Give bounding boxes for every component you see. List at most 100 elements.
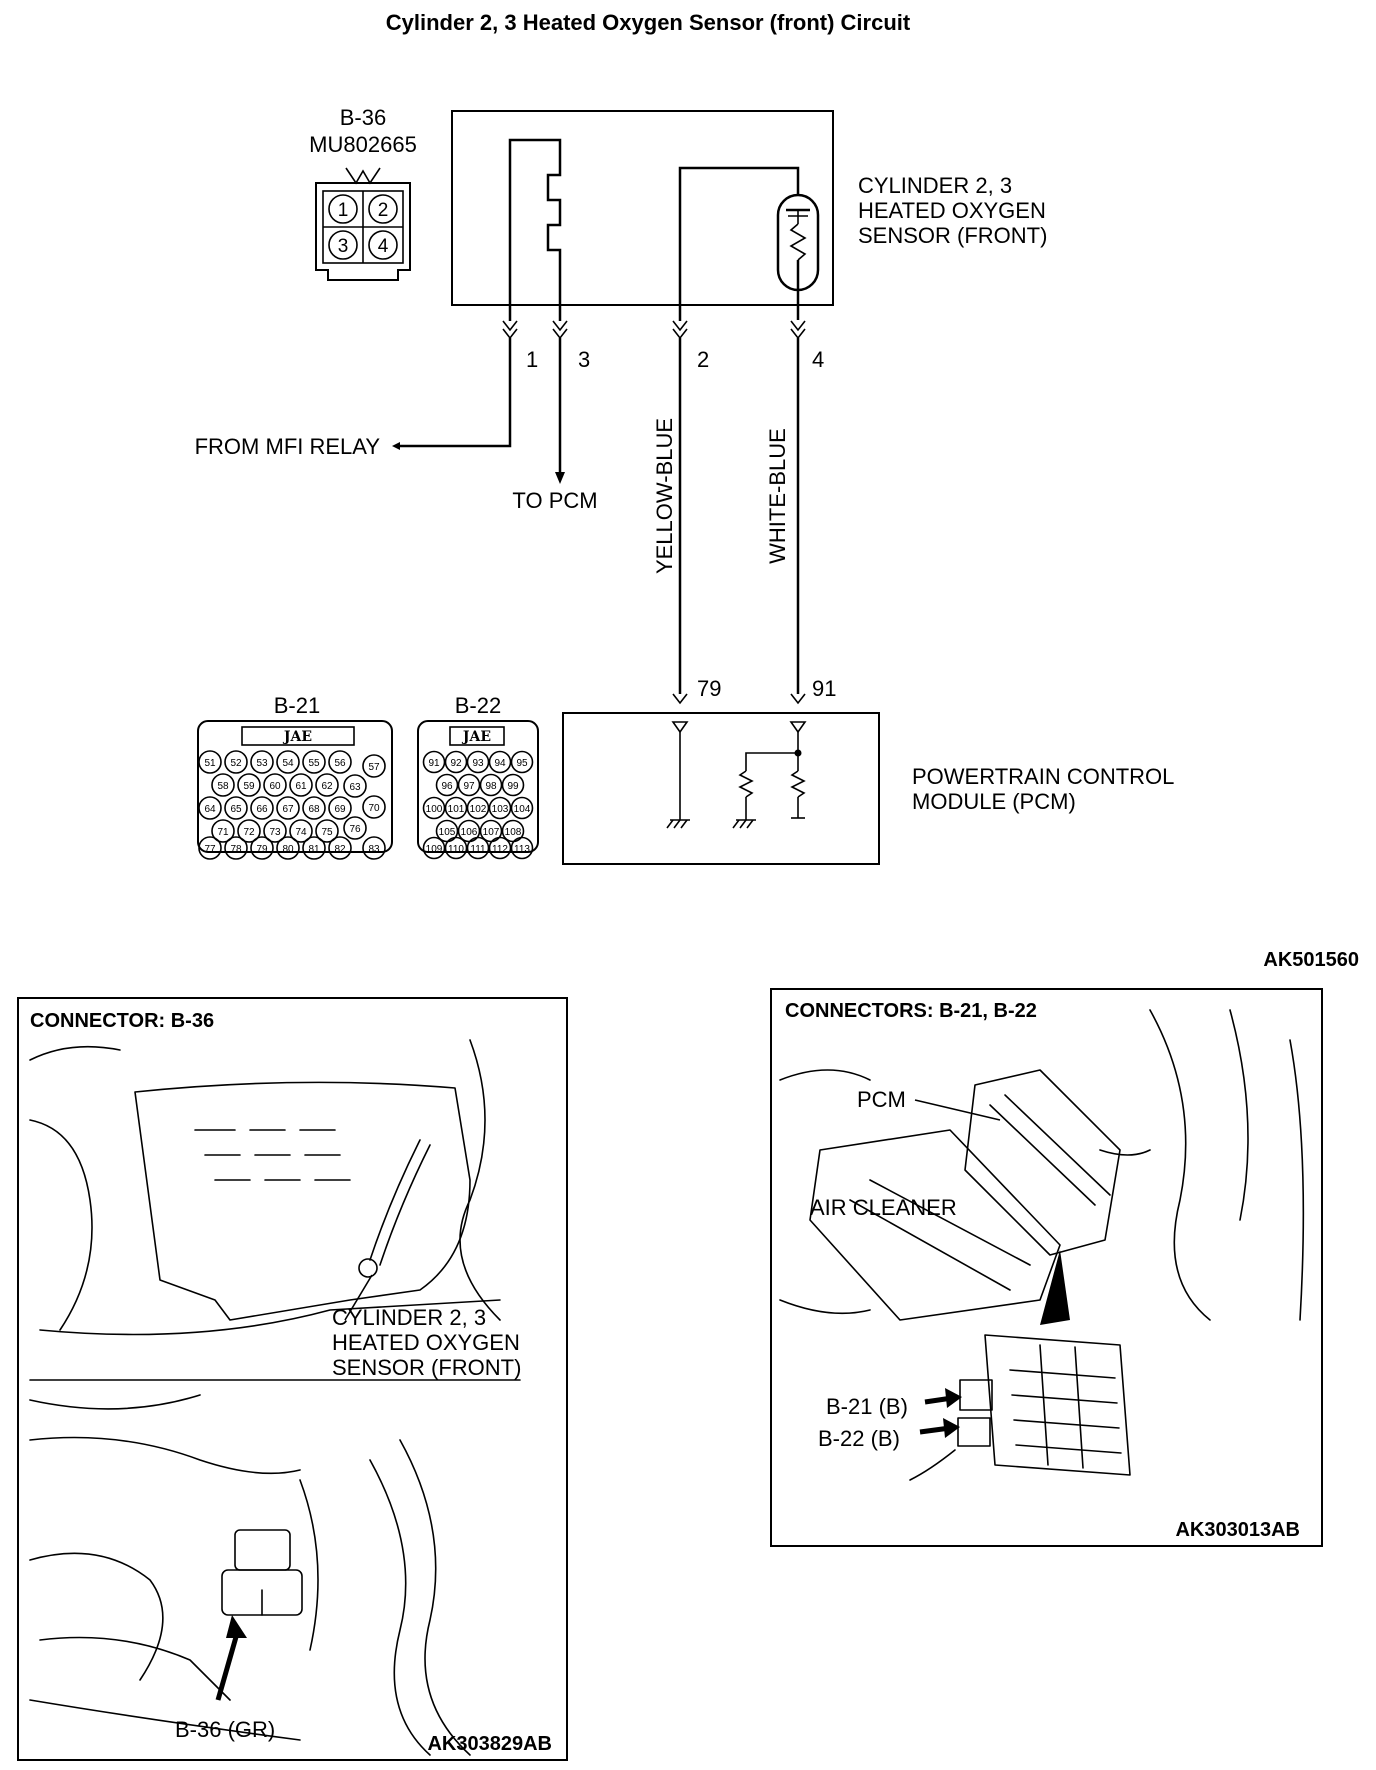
b21-pin-76-circle <box>343 816 367 840</box>
b21-pin-55-circle <box>302 750 326 774</box>
b36-view-label-line-1: CYLINDER 2, 3 <box>332 1305 486 1330</box>
sensor-label-line-1: CYLINDER 2, 3 <box>858 173 1012 198</box>
b21-pin-66-circle <box>250 796 274 820</box>
b21-pin-54-circle <box>276 750 300 774</box>
b22-pin-95: 95 <box>516 758 528 769</box>
b21-pin-79: 79 <box>256 844 268 855</box>
b36-connector-name: B-36 <box>340 105 386 130</box>
b21-pin-51-circle <box>198 750 222 774</box>
b21-pin-53-circle <box>250 750 274 774</box>
b22-pin-91-circle <box>422 750 446 774</box>
b22-pin-110: 110 <box>448 844 464 855</box>
b22-pin-101-circle <box>444 796 468 820</box>
b22-connector-face <box>417 720 539 853</box>
terminal-4: 4 <box>812 347 824 372</box>
b22-pin-109-circle <box>422 836 446 860</box>
b21-pin-65: 65 <box>230 804 242 815</box>
b21-pin-81-circle <box>302 836 326 860</box>
b22-location-callout: B-22 (B) <box>818 1426 900 1451</box>
b21-pin-78: 78 <box>230 844 242 855</box>
b21-pin-75-circle <box>315 819 339 843</box>
b21-pin-75: 75 <box>321 827 333 838</box>
b22-pin-100: 100 <box>426 804 443 815</box>
pcm-pin-79: 79 <box>697 676 721 701</box>
b22-pin-97-circle <box>457 773 481 797</box>
b21-pin-57-circle <box>362 754 386 778</box>
b36-part-number: MU802665 <box>309 132 417 157</box>
b21-pin-82: 82 <box>334 844 346 855</box>
figure-code-top: AK501560 <box>1263 949 1359 971</box>
b21-pin-81: 81 <box>308 844 320 855</box>
b21-pin-56: 56 <box>334 758 346 769</box>
b21-pin-68-circle <box>302 796 326 820</box>
b22-pin-106: 106 <box>461 827 478 838</box>
b36-pin-4: 4 <box>378 236 389 257</box>
b21-pin-69: 69 <box>334 804 346 815</box>
b22-pin-113: 113 <box>514 844 530 855</box>
diagram-title: Cylinder 2, 3 Heated Oxygen Sensor (fron… <box>386 10 911 35</box>
b21-location-callout: B-21 (B) <box>826 1394 908 1419</box>
b21-pin-59-circle <box>237 773 261 797</box>
b21-pin-57: 57 <box>368 762 380 773</box>
pcm-label-line-1: POWERTRAIN CONTROL <box>912 764 1174 789</box>
b22-pin-104-circle <box>510 796 534 820</box>
b21-pin-64: 64 <box>204 804 216 815</box>
b22-pin-112: 112 <box>492 844 508 855</box>
b21-pin-80-circle <box>276 836 300 860</box>
b21-pin-70-circle <box>362 795 386 819</box>
air-cleaner-label: AIR CLEANER <box>810 1195 957 1220</box>
b22-pin-96: 96 <box>441 781 453 792</box>
b36-connector-face: B-36 MU802665 1 2 3 4 <box>309 105 417 281</box>
b21-pin-83-circle <box>362 836 386 860</box>
b21-pin-56-circle <box>328 750 352 774</box>
b36-pin-1: 1 <box>338 200 349 221</box>
b21-pin-51: 51 <box>204 758 216 769</box>
b36-view-label-line-2: HEATED OXYGEN <box>332 1330 520 1355</box>
b22-pin-108: 108 <box>505 827 522 838</box>
b21-pin-59: 59 <box>243 781 255 792</box>
b21-pin-82-circle <box>328 836 352 860</box>
b21-pin-52-circle <box>224 750 248 774</box>
b22-brand: JAE <box>461 729 491 745</box>
b21-pin-68: 68 <box>308 804 320 815</box>
b21-connector-face <box>197 720 393 853</box>
b21-pin-58: 58 <box>217 781 229 792</box>
b21-b22-location-view: CONNECTORS: B-21, B-22 PCM AIR CLEANER <box>770 988 1323 1547</box>
b21-pin-52: 52 <box>230 758 242 769</box>
b22-pin-93-circle <box>466 750 490 774</box>
sensor-label-line-3: SENSOR (FRONT) <box>858 223 1047 248</box>
b21-pin-77: 77 <box>204 844 216 855</box>
b21-pin-72-circle <box>237 819 261 843</box>
b21-connector-name: B-21 <box>274 693 320 718</box>
pcm-location-label: PCM <box>857 1087 906 1112</box>
terminal-1: 1 <box>526 347 538 372</box>
b21-pin-60-circle <box>263 773 287 797</box>
oxygen-sensor-box: CYLINDER 2, 3 HEATED OXYGEN SENSOR (FRON… <box>451 110 1047 321</box>
b22-pin-94: 94 <box>494 758 506 769</box>
b21-pin-54: 54 <box>282 758 294 769</box>
b22-pin-111-circle <box>466 836 490 860</box>
b22-pin-112-circle <box>488 836 512 860</box>
b22-pin-101: 101 <box>448 804 465 815</box>
b22-pin-110-circle <box>444 836 468 860</box>
b22-pin-94-circle <box>488 750 512 774</box>
b22-pin-105: 105 <box>439 827 456 838</box>
b21-pin-74-circle <box>289 819 313 843</box>
b22-pin-93: 93 <box>472 758 484 769</box>
b36-view-label-line-3: SENSOR (FRONT) <box>332 1355 521 1380</box>
b21-pin-79-circle <box>250 836 274 860</box>
b22-pin-95-circle <box>510 750 534 774</box>
b22-pin-102-circle <box>466 796 490 820</box>
b22-pin-99-circle <box>501 773 525 797</box>
b21-pin-61: 61 <box>295 781 307 792</box>
b21-pin-73: 73 <box>269 827 281 838</box>
pcm-pin-91: 91 <box>812 676 836 701</box>
b22-pin-100-circle <box>422 796 446 820</box>
b22-pin-103-circle <box>488 796 512 820</box>
b22-pin-99: 99 <box>507 781 519 792</box>
b21-pin-67-circle <box>276 796 300 820</box>
b21-pin-71: 71 <box>217 827 229 838</box>
b36-pin-3: 3 <box>338 236 349 257</box>
